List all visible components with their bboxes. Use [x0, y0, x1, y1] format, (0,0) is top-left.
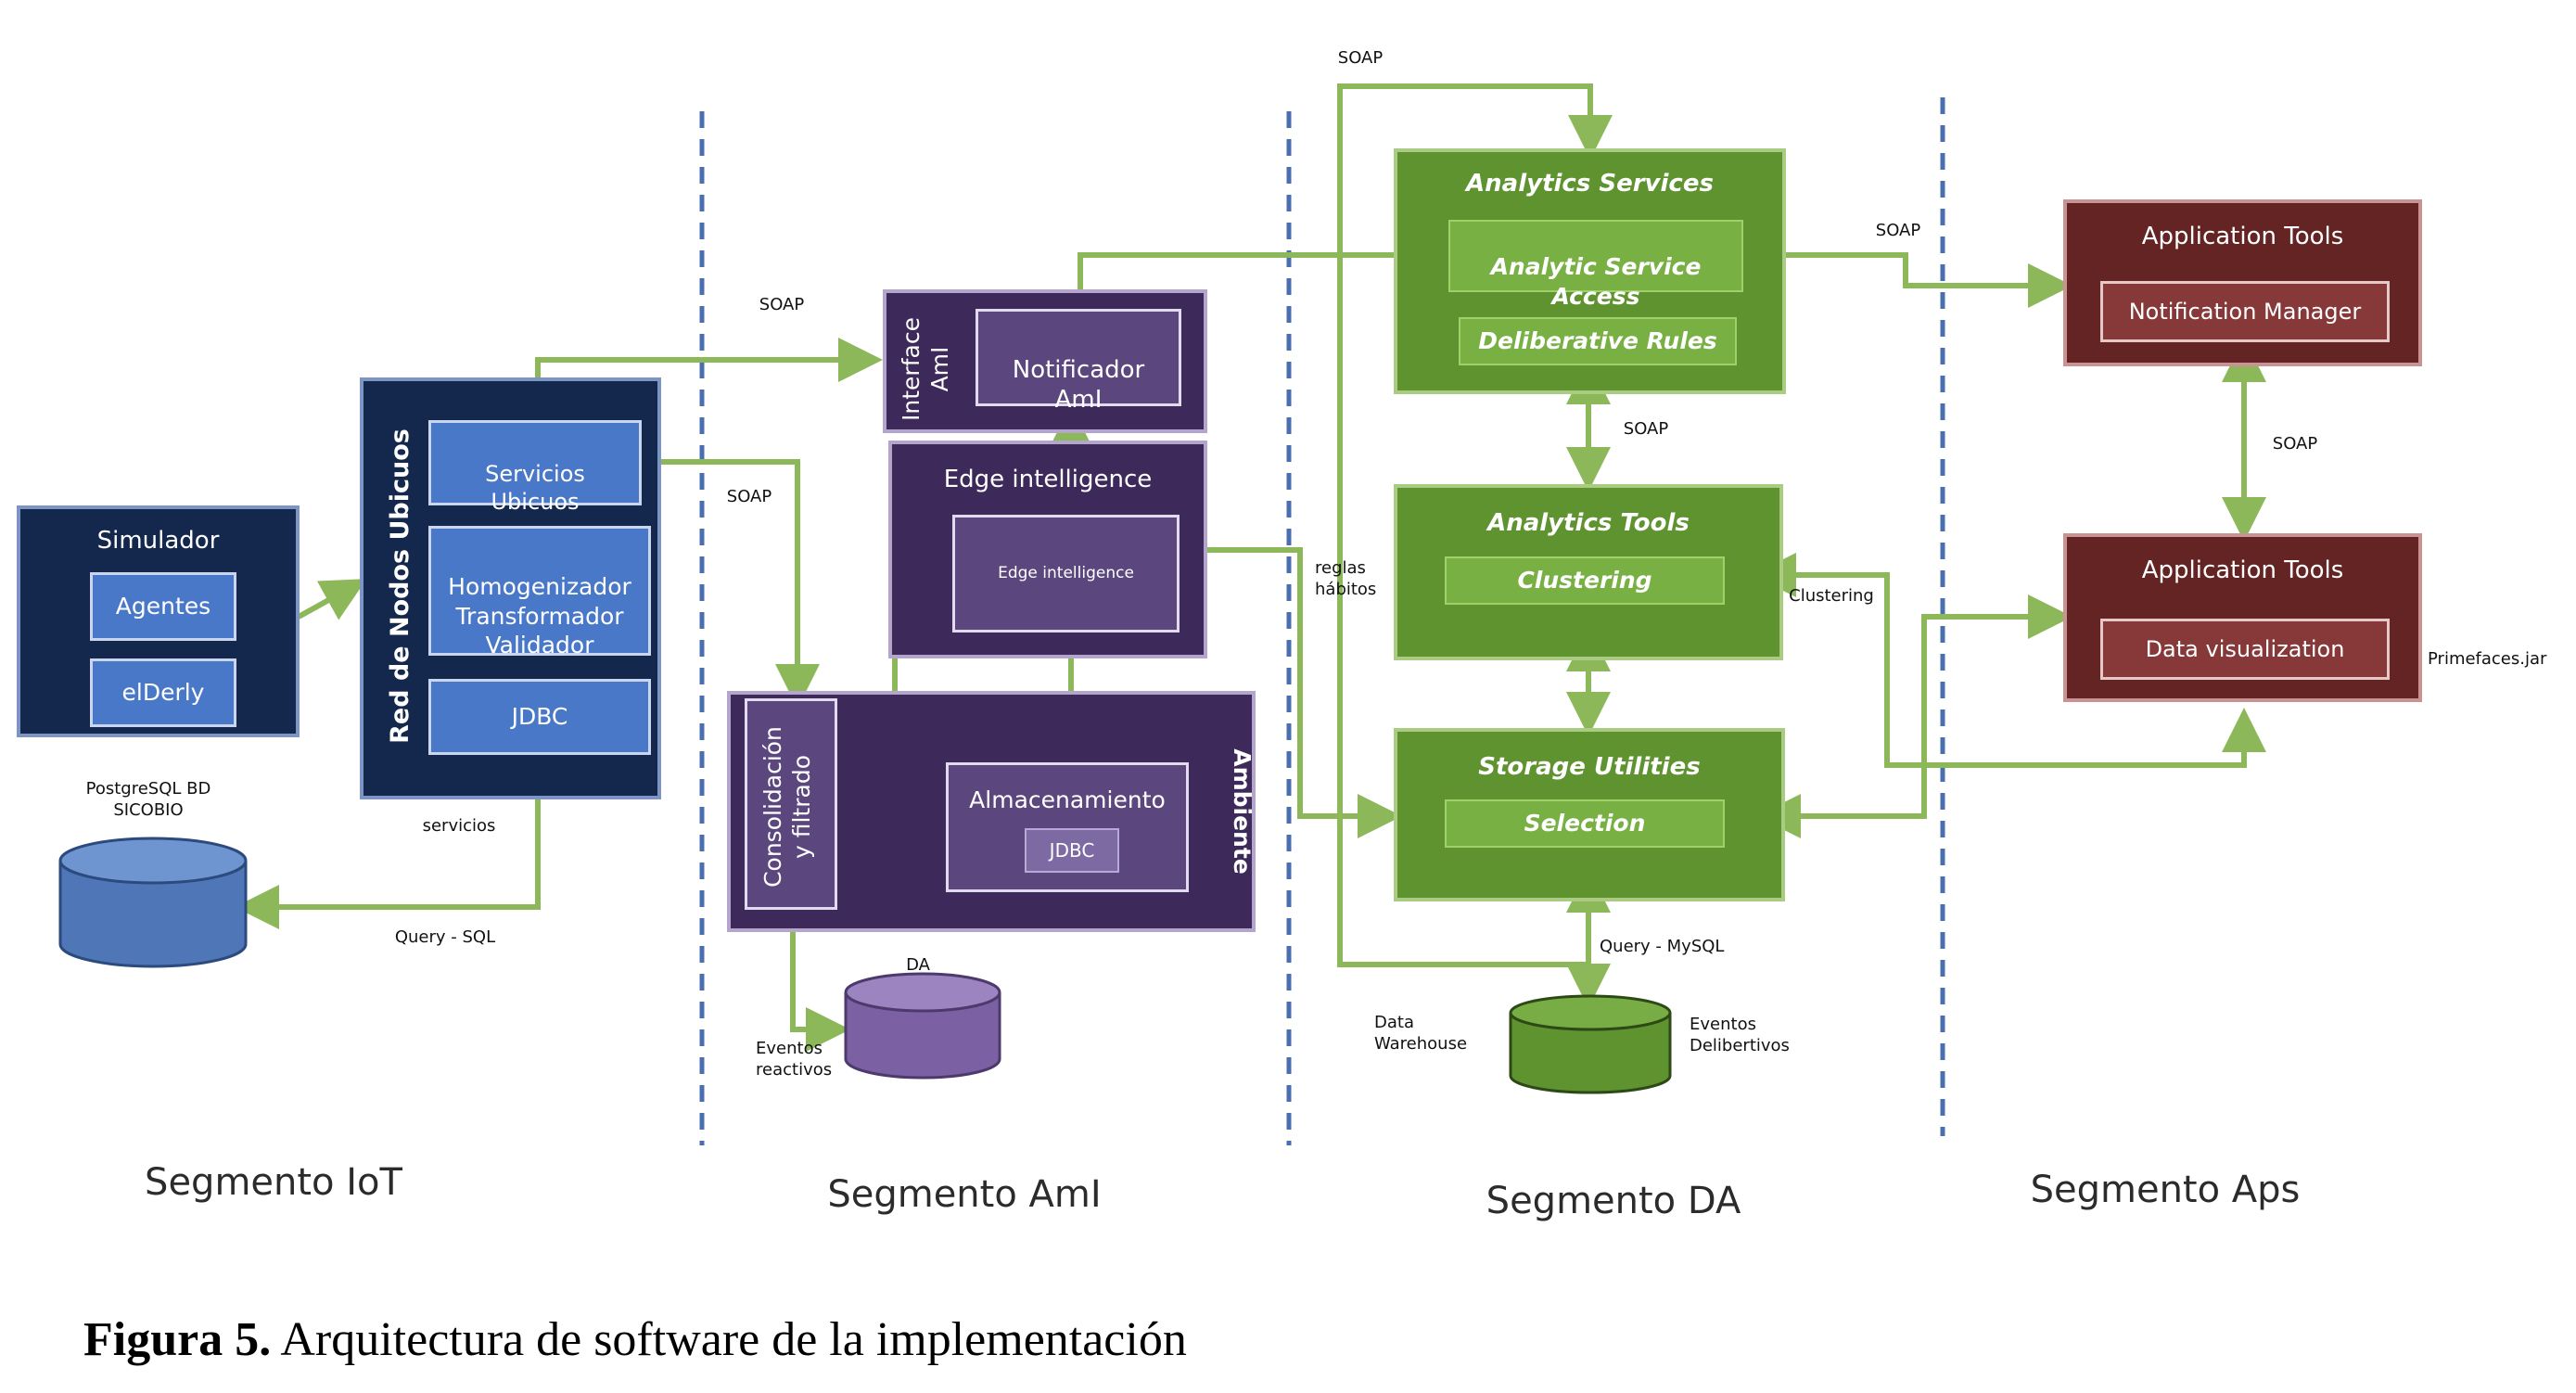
deliberative-rules-box: Deliberative Rules	[1459, 317, 1737, 365]
soap-label-aps-mid: SOAP	[2272, 434, 2318, 454]
segment-da-title: Segmento DA	[1486, 1180, 1741, 1222]
application-tools-1-title: Application Tools	[2141, 223, 2344, 250]
jdbc-iot-box: JDBC	[428, 679, 651, 755]
analytics-services-title: Analytics Services	[1466, 170, 1714, 198]
notification-manager-box: Notification Manager	[2100, 281, 2390, 342]
consolidacion-box	[745, 698, 837, 910]
query-sql-label: Query - SQL	[394, 927, 496, 947]
analytics-tools-title: Analytics Tools	[1487, 509, 1690, 537]
notificador-box: Notificador AmI	[976, 309, 1181, 414]
soap-label-da-top: SOAP	[1337, 48, 1384, 68]
soap-label-da-mid: SOAP	[1623, 419, 1669, 439]
soap-label-ami-top: SOAP	[759, 295, 805, 314]
da-label: DA	[906, 955, 930, 975]
consolidacion-label: Consolidación y filtrado	[759, 726, 816, 888]
storage-utilities-title: Storage Utilities	[1478, 753, 1701, 781]
eventos-reactivos-label: Eventos reactivos	[756, 1039, 833, 1080]
jdbc-ami-box: JDBC	[1025, 828, 1119, 873]
elderly-box: elDerly	[90, 658, 236, 727]
reglas-habitos-label: reglas hábitos	[1315, 558, 1377, 599]
servicios-label: servicios	[422, 816, 496, 836]
data-visualization-box: Data visualization	[2100, 619, 2390, 680]
postgres-database-icon	[58, 837, 248, 968]
red-nodos-label: Red de Nodos Ubicuos	[386, 428, 414, 744]
homogenizador-box: Homogenizador Transformador Validador	[428, 526, 651, 658]
figure-caption-label: Figura 5.	[83, 1313, 272, 1366]
da-database-icon	[844, 972, 1001, 1080]
soap-label-ami-mid: SOAP	[726, 487, 772, 506]
application-tools-2-title: Application Tools	[2141, 556, 2344, 584]
servicios-ubicuos-label: Servicios Ubicuos	[485, 461, 585, 515]
data-warehouse-label: Data Warehouse	[1374, 1013, 1468, 1054]
notificador-label: Notificador AmI	[1012, 355, 1145, 415]
soap-label-aps-left: SOAP	[1875, 221, 1921, 240]
query-mysql-label: Query - MySQL	[1600, 937, 1725, 956]
figure-caption: Figura 5. Arquitectura de software de la…	[83, 1312, 1567, 1367]
segment-ami-title: Segmento AmI	[827, 1173, 1102, 1216]
almacenamiento-title: Almacenamiento	[969, 786, 1166, 813]
clustering-box: Clustering	[1445, 556, 1725, 605]
simulador-title: Simulador	[96, 527, 220, 555]
interface-ami-label: Interface AmI	[898, 317, 954, 421]
almacenamiento-box: Almacenamiento	[946, 762, 1189, 892]
postgres-label: PostgreSQL BD SICOBIO	[85, 779, 211, 820]
data-warehouse-database-icon	[1509, 994, 1672, 1094]
homogenizador-label: Homogenizador Transformador Validador	[448, 573, 631, 658]
edge-intelligence-inner-box: Edge intelligence	[952, 515, 1180, 633]
analytic-service-access-label: Analytic Service Access	[1490, 253, 1702, 310]
servicios-ubicuos-box: Servicios Ubicuos	[428, 420, 642, 515]
clustering-side-label: Clustering	[1789, 586, 1874, 606]
selection-box: Selection	[1445, 799, 1725, 848]
ambiente-label: Ambiente	[1229, 748, 1256, 875]
edge-intelligence-title: Edge intelligence	[943, 466, 1153, 493]
segment-iot-title: Segmento IoT	[145, 1161, 402, 1204]
segment-aps-title: Segmento Aps	[2030, 1169, 2301, 1211]
primefaces-label: Primefaces.jar	[2428, 649, 2547, 669]
eventos-deliberativos-label: Eventos Delibertivos	[1690, 1015, 1790, 1055]
agentes-box: Agentes	[90, 572, 236, 641]
figure-caption-text: Arquitectura de software de la implement…	[271, 1313, 1187, 1366]
analytic-service-access-box: Analytic Service Access	[1448, 220, 1743, 310]
